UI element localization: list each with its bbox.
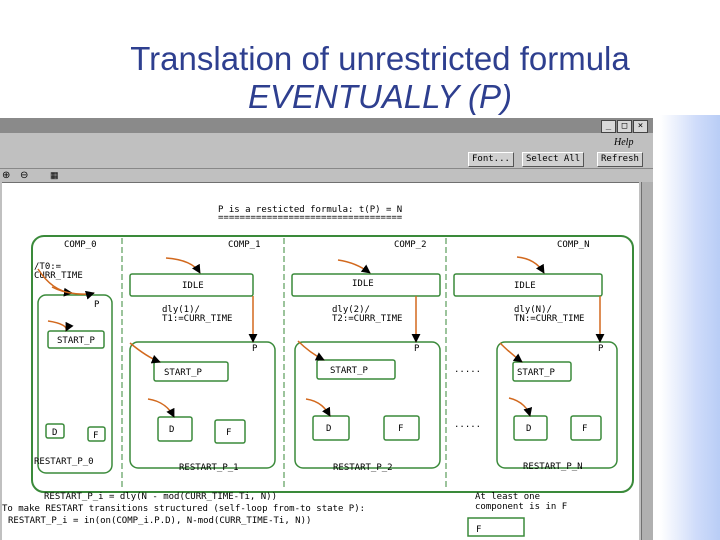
f-state[interactable] (214, 419, 246, 444)
start-p-label: START_P (517, 368, 556, 378)
statechart-diagram: P is a resticted formula: t(P) = N =====… (2, 205, 634, 537)
select-all-button[interactable]: Select All (522, 152, 585, 167)
f-state[interactable] (383, 415, 420, 441)
time-label: TN:=CURR_TIME (514, 314, 584, 324)
comp-label: COMP_0 (64, 240, 97, 250)
zoom-in-icon[interactable]: ⊕ (2, 170, 11, 181)
d-label: D (169, 425, 174, 435)
default-transition (305, 398, 331, 417)
f-label: F (398, 424, 403, 434)
restart-definition: RESTART_P_i = dly(N - mod(CURR_TIME-Ti, … (44, 492, 277, 502)
global-f-label: F (476, 525, 481, 535)
restart-structured: RESTART_P_i = in(on(COMP_i.P.D), N-mod(C… (8, 516, 311, 526)
window-titlebar[interactable] (0, 118, 653, 133)
statechart-window: _ □ × Help Font... Select All Refresh ⊕ … (0, 118, 653, 540)
idle-state[interactable] (453, 273, 603, 297)
idle-state[interactable] (291, 273, 441, 297)
idle-label: IDLE (352, 279, 374, 289)
d-label: D (526, 424, 531, 434)
p-state[interactable] (129, 341, 276, 469)
delay-label: dly(1)/ (162, 305, 200, 315)
restart-label: RESTART_P_2 (333, 463, 393, 473)
global-f-state[interactable] (467, 517, 525, 537)
ellipsis: ..... (454, 365, 481, 375)
default-transition (147, 398, 175, 418)
minimize-button[interactable]: _ (601, 120, 616, 133)
p-state[interactable] (496, 341, 618, 469)
restart-label: RESTART_P_0 (34, 457, 94, 467)
restart-label: RESTART_P_1 (179, 463, 239, 473)
formula-underline: ================================== (218, 213, 403, 223)
vertical-scrollbar[interactable] (641, 182, 653, 540)
idle-state[interactable] (129, 273, 254, 297)
d-label: D (52, 428, 57, 438)
legend-text: component is in F (475, 502, 567, 512)
idle-label: IDLE (514, 281, 536, 291)
maximize-button[interactable]: □ (617, 120, 632, 133)
start-p-label: START_P (57, 336, 96, 346)
f-label: F (93, 431, 98, 441)
init-label: /T0:= (34, 262, 62, 272)
eventually-state[interactable] (31, 235, 634, 493)
default-transition (129, 342, 161, 364)
default-transition (47, 320, 74, 332)
formula-header: P is a resticted formula: t(P) = N (218, 205, 402, 215)
start-p-state[interactable] (512, 361, 572, 382)
refresh-button[interactable]: Refresh (597, 152, 643, 167)
p-label: P (414, 344, 420, 354)
diagram-canvas: P is a resticted formula: t(P) = N =====… (2, 182, 639, 540)
delay-label: dly(2)/ (332, 305, 370, 315)
help-menu[interactable]: Help (614, 137, 634, 148)
ellipsis: ..... (454, 420, 481, 430)
comp-label: COMP_2 (394, 240, 427, 250)
default-transition (516, 256, 545, 274)
p-label: P (94, 300, 100, 310)
d-state[interactable] (45, 423, 65, 439)
start-p-state[interactable] (47, 330, 105, 349)
default-transition (337, 259, 371, 274)
start-p-state[interactable] (316, 359, 396, 380)
comp-label: COMP_N (557, 240, 590, 250)
f-label: F (582, 424, 587, 434)
delay-label: dly(N)/ (514, 305, 552, 315)
d-state[interactable] (157, 416, 193, 442)
p-state[interactable] (37, 294, 113, 474)
p-label: P (252, 344, 258, 354)
zoom-out-icon[interactable]: ⊖ (20, 170, 29, 181)
time-label: T1:=CURR_TIME (162, 314, 232, 324)
default-transition (499, 342, 523, 363)
start-p-label: START_P (164, 368, 203, 378)
init-transition (51, 286, 95, 300)
slide-title: Translation of unrestricted formula (130, 40, 630, 77)
f-state[interactable] (87, 426, 106, 442)
default-transition (165, 257, 201, 274)
init-label: CURR_TIME (34, 271, 83, 281)
f-state[interactable] (570, 415, 602, 441)
restart-note: To make RESTART transitions structured (… (2, 504, 365, 514)
d-label: D (326, 424, 331, 434)
d-state[interactable] (312, 415, 350, 441)
legend-text: At least one (475, 492, 540, 502)
p-state[interactable] (294, 341, 441, 469)
comp-label: COMP_1 (228, 240, 261, 250)
close-button[interactable]: × (633, 120, 648, 133)
default-transition (297, 340, 325, 361)
toolbar-separator (0, 168, 653, 169)
f-label: F (226, 428, 231, 438)
grid-icon[interactable]: ▦ (50, 170, 59, 180)
time-label: T2:=CURR_TIME (332, 314, 402, 324)
restart-label: RESTART_P_N (523, 462, 583, 472)
font-button[interactable]: Font... (468, 152, 514, 167)
p-label: P (598, 344, 604, 354)
start-p-state[interactable] (153, 361, 229, 382)
default-transition (508, 397, 533, 417)
slide-background-stripe (660, 115, 720, 540)
slide-subtitle: EVENTUALLY (P) (247, 78, 513, 115)
start-p-label: START_P (330, 366, 369, 376)
idle-label: IDLE (182, 281, 204, 291)
